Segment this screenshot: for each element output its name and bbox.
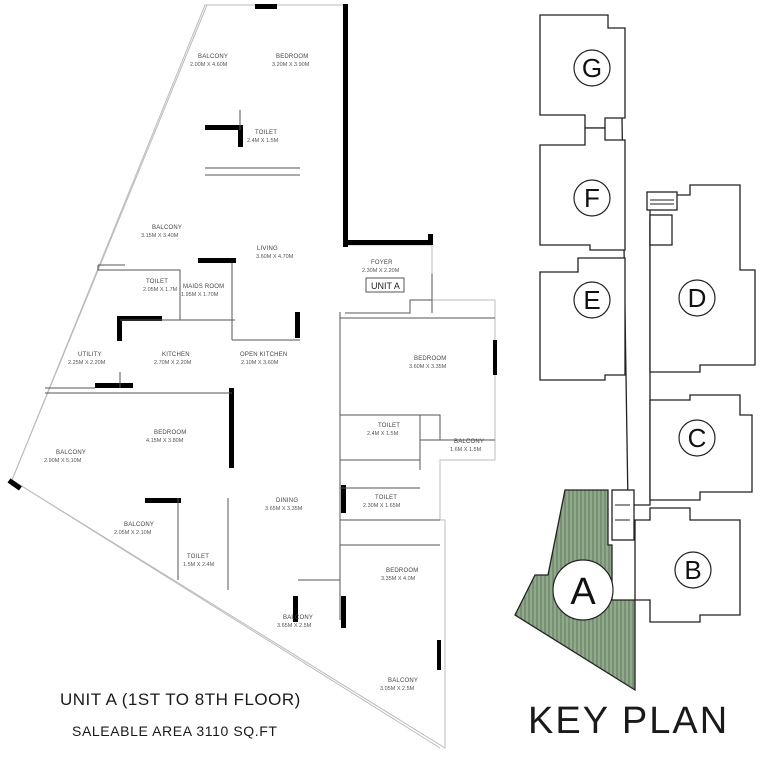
unit-letter-circle — [573, 179, 611, 217]
unit-letter-circle — [674, 551, 712, 589]
room-name: BALCONY — [388, 678, 418, 684]
room-name: DINING — [276, 498, 298, 504]
partitions — [45, 110, 495, 620]
unit-letter-a: A — [570, 571, 596, 613]
unit-letter-f: F — [584, 183, 600, 213]
unit-tag: UNIT A — [371, 281, 400, 291]
room-dims: 2.70M X 2.20M — [154, 360, 192, 366]
room-name: BALCONY — [124, 522, 154, 528]
room-name: TOILET — [187, 554, 209, 560]
room-name: BEDROOM — [276, 54, 308, 60]
room-dims: 2.4M X 1.5M — [367, 431, 399, 437]
room-dims: 2.90M X 5.10M — [44, 458, 82, 464]
key-plan-lift — [649, 214, 673, 246]
room-name: BALCONY — [56, 450, 86, 456]
room-name: TOILET — [375, 495, 397, 501]
unit-letter-b: B — [684, 555, 701, 585]
room-name: BALCONY — [152, 225, 182, 231]
room-dims: 3.60M X 3.35M — [409, 364, 447, 370]
unit-letter-circle — [678, 419, 716, 457]
room-name: BEDROOM — [154, 430, 186, 436]
unit-letter-c: C — [688, 423, 707, 453]
key-plan-lift — [611, 489, 635, 541]
room-dims: 2.05M X 1.7M — [143, 287, 178, 293]
room-dims: 2.05M X 2.10M — [114, 530, 152, 536]
room-name: BALCONY — [283, 615, 313, 621]
room-dims: 2.30M X 1.65M — [363, 503, 401, 509]
key-plan: G F E D C B A — [514, 14, 756, 692]
room-name: LIVING — [257, 246, 278, 252]
room-name: TOILET — [378, 423, 400, 429]
key-plan-unit-d — [649, 184, 756, 373]
unit-letter-circle — [573, 49, 611, 87]
room-dims: 3.65M X 2.5M — [277, 623, 312, 629]
room-dims: 1.6M X 1.5M — [450, 447, 482, 453]
room-dims: 3.65M X 3.35M — [265, 506, 303, 512]
room-dims: 3.15M X 3.40M — [141, 233, 179, 239]
room-dims: 2.10M X 3.60M — [241, 360, 279, 366]
walls — [7, 4, 497, 670]
room-name: TOILET — [255, 130, 277, 136]
plan-caption-unit: UNIT A (1ST TO 8TH FLOOR) — [60, 690, 301, 709]
room-labels: BALCONY 2.00M X 4.60M BEDROOM 3.20M X 3.… — [44, 54, 484, 692]
floor-plan: BALCONY 2.00M X 4.60M BEDROOM 3.20M X 3.… — [7, 4, 497, 749]
key-plan-unit-e — [539, 257, 626, 381]
slanted-edge-left — [11, 4, 208, 481]
unit-letter-circle-highlighted — [552, 559, 614, 621]
room-name: BALCONY — [198, 54, 228, 60]
key-plan-corridor — [621, 117, 651, 506]
room-name: FOYER — [371, 260, 393, 266]
unit-letter-circle — [678, 279, 716, 317]
room-dims: 2.4M X 1.5M — [247, 138, 279, 144]
plan-caption-area: SALEABLE AREA 3110 SQ.FT — [72, 723, 278, 739]
room-name: TOILET — [146, 279, 168, 285]
unit-letter-d: D — [688, 283, 707, 313]
room-dims: 3.35M X 4.0M — [381, 576, 416, 582]
room-dims: 2.25M X 2.20M — [68, 360, 106, 366]
room-dims: 2.30M X 2.20M — [362, 268, 400, 274]
room-dims: 3.20M X 3.90M — [272, 62, 310, 68]
room-dims: 1.5M X 2.4M — [183, 562, 215, 568]
room-dims: 3.05M X 2.5M — [380, 686, 415, 692]
slanted-edge — [11, 479, 441, 749]
room-dims: 4.15M X 3.80M — [146, 438, 184, 444]
room-name: UTILITY — [78, 352, 102, 358]
key-plan-stair — [646, 191, 678, 211]
unit-letter-g: G — [582, 53, 602, 83]
unit-letter-e: E — [583, 285, 600, 315]
room-name: KITCHEN — [162, 352, 190, 358]
room-name: BEDROOM — [386, 568, 418, 574]
room-dims: 1.95M X 1.70M — [181, 292, 219, 298]
room-name: BALCONY — [454, 439, 484, 445]
room-name: OPEN KITCHEN — [240, 352, 287, 358]
room-dims: 2.00M X 4.60M — [190, 62, 228, 68]
room-name: BEDROOM — [414, 356, 446, 362]
unit-outline — [11, 4, 496, 749]
key-plan-title: KEY PLAN — [528, 700, 730, 742]
unit-letter-circle — [573, 281, 611, 319]
room-dims: 3.60M X 4.70M — [256, 254, 294, 260]
room-name: MAIDS ROOM — [183, 284, 224, 290]
